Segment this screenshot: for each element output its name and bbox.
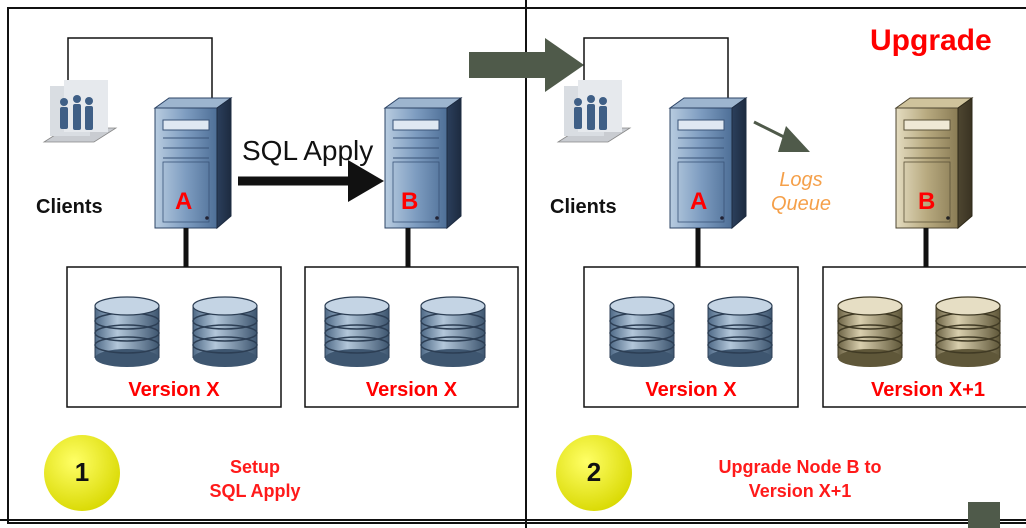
clients-icon: [43, 79, 117, 143]
database-icon: [324, 296, 390, 368]
corner-square-icon: [968, 502, 1000, 528]
outer-frame: [7, 7, 1026, 524]
logs-line-2: Queue: [770, 193, 832, 215]
database-icon: [192, 296, 258, 368]
sql-apply-arrow: [348, 160, 384, 202]
server-b-icon: [384, 97, 462, 229]
database-icon: [837, 296, 903, 368]
step-2-line-2: Version X+1: [748, 481, 852, 501]
step-1-circle: [44, 435, 120, 511]
step-2-circle: [556, 435, 632, 511]
step-1-line-1: Setup: [229, 457, 280, 477]
database-icon: [935, 296, 1001, 368]
database-icon: [420, 296, 486, 368]
database-icon: [94, 296, 160, 368]
clients-icon: [557, 79, 631, 143]
database-icon: [609, 296, 675, 368]
transition-arrow: [469, 38, 584, 92]
logs-queue-arrow: [778, 126, 810, 152]
node-b-label: B: [401, 188, 419, 215]
version-label: Version X: [128, 379, 220, 401]
client-connection-line: [583, 37, 729, 102]
server-a-icon: [154, 97, 232, 229]
sql-apply-label: SQL Apply: [242, 135, 374, 166]
database-icon: [707, 296, 773, 368]
version-label: Version X: [365, 379, 458, 401]
client-connection-line: [67, 37, 213, 102]
panel-1: [43, 37, 519, 511]
panel-2: [556, 37, 1026, 528]
server-a-icon: [669, 97, 747, 229]
version-label: Version X: [645, 379, 737, 401]
clients-label: Clients: [550, 196, 617, 218]
node-b-label: B: [918, 188, 936, 215]
step-number: 2: [586, 457, 602, 487]
logs-line-1: Logs: [779, 169, 823, 191]
step-1-line-2: SQL Apply: [209, 481, 301, 501]
clients-label: Clients: [36, 196, 103, 218]
node-a-label: A: [175, 188, 193, 215]
version-label: Version X+1: [871, 379, 985, 401]
step-2-description: Upgrade Node B to Version X+1: [680, 455, 920, 503]
logs-queue-label: Logs Queue: [770, 168, 832, 216]
step-2-line-1: Upgrade Node B to: [718, 457, 882, 477]
step-1-description: Setup SQL Apply: [160, 455, 350, 503]
upgrade-title: Upgrade: [870, 24, 992, 57]
node-a-label: A: [690, 188, 708, 215]
step-number: 1: [74, 457, 90, 487]
